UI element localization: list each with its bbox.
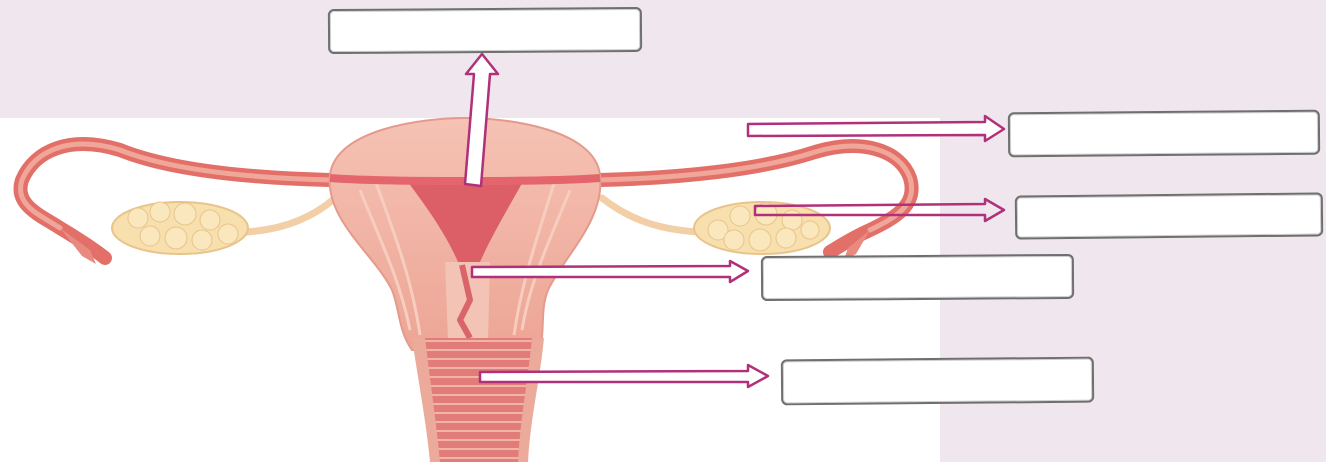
label-box-fallopian-tube[interactable] xyxy=(1008,110,1320,158)
label-box-fundus[interactable] xyxy=(328,7,642,54)
right-ovary xyxy=(694,202,830,254)
label-box-cervix[interactable] xyxy=(761,254,1074,301)
left-ovary xyxy=(112,202,248,254)
label-box-ovary[interactable] xyxy=(1015,192,1323,239)
vagina xyxy=(412,338,544,462)
label-box-vagina[interactable] xyxy=(781,357,1094,406)
